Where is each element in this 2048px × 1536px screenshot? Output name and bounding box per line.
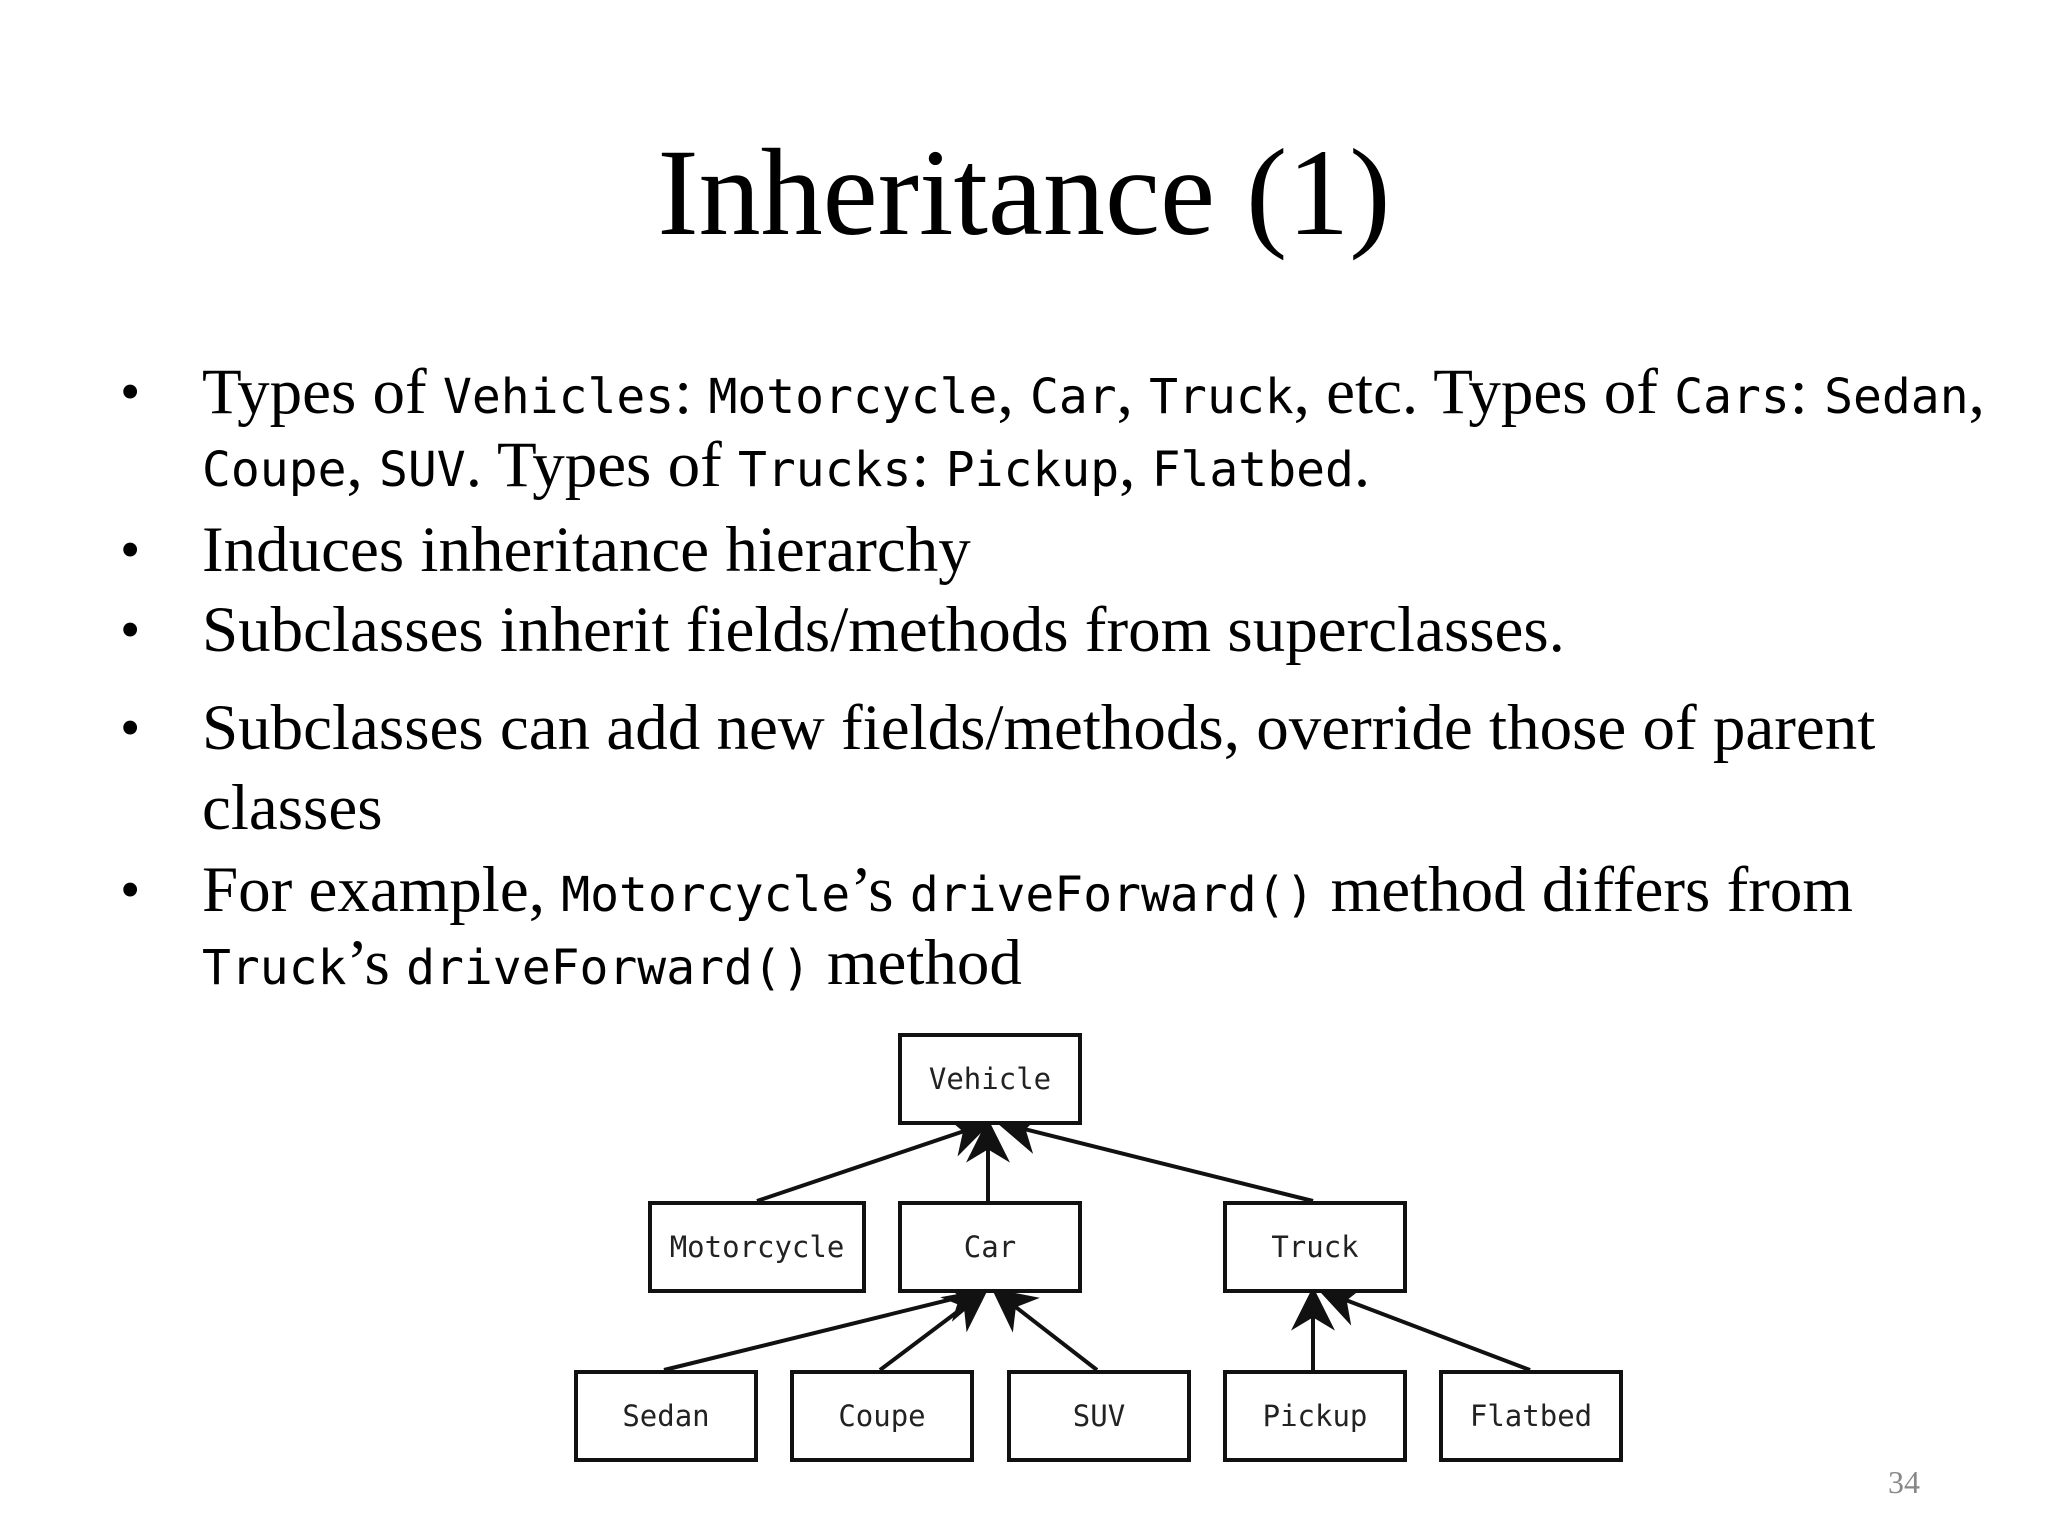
bullet-text: For example, xyxy=(202,854,562,926)
node-label: Truck xyxy=(1271,1230,1359,1264)
bullet-subclasses-add: • Subclasses can add new fields/methods,… xyxy=(120,688,2000,848)
code-drive-forward: driveForward() xyxy=(909,867,1315,923)
code-suv: SUV xyxy=(379,442,466,498)
node-label: Pickup xyxy=(1263,1399,1368,1433)
bullet-dot: • xyxy=(120,695,141,760)
node-pickup: Pickup xyxy=(1223,1370,1407,1462)
bullet-text: : xyxy=(1789,356,1825,428)
bullet-text: : xyxy=(911,429,946,501)
bullet-list: • Types of Vehicles: Motorcycle, Car, Tr… xyxy=(120,358,2000,1002)
code-truck: Truck xyxy=(1149,369,1294,425)
node-truck: Truck xyxy=(1223,1201,1407,1293)
bullet-dot: • xyxy=(120,517,141,582)
bullet-text: , xyxy=(1968,356,1985,428)
bullet-induces-hierarchy: • Induces inheritance hierarchy xyxy=(120,516,2000,584)
bullet-text: method xyxy=(810,927,1022,999)
bullet-text: , xyxy=(346,429,379,501)
node-label: SUV xyxy=(1073,1399,1125,1433)
bullet-text: , xyxy=(1119,429,1152,501)
slide-title: Inheritance (1) xyxy=(657,124,1391,261)
bullet-text: ’s xyxy=(346,927,407,999)
code-motorcycle: Motorcycle xyxy=(708,369,998,425)
code-vehicles: Vehicles xyxy=(442,369,675,425)
edge-flatbed-truck xyxy=(1317,1284,1531,1372)
code-trucks: Trucks xyxy=(738,442,912,498)
node-label: Vehicle xyxy=(929,1062,1051,1096)
code-motorcycle: Motorcycle xyxy=(561,867,851,923)
bullet-text: , xyxy=(1116,356,1150,428)
node-suv: SUV xyxy=(1007,1370,1191,1462)
node-label: Coupe xyxy=(838,1399,925,1433)
bullet-text: Types of xyxy=(202,356,443,428)
edge-truck-vehicle xyxy=(995,1111,1314,1203)
node-vehicle: Vehicle xyxy=(898,1033,1082,1125)
bullet-text: : xyxy=(674,356,709,428)
code-flatbed: Flatbed xyxy=(1151,442,1354,498)
code-truck: Truck xyxy=(202,940,347,996)
edge-coupe-car xyxy=(878,1288,989,1372)
node-car: Car xyxy=(898,1201,1082,1293)
bullet-text: Subclasses inherit fields/methods from s… xyxy=(202,594,1565,666)
bullet-for-example: • For example, Motorcycle’s driveForward… xyxy=(120,856,2000,1002)
node-sedan: Sedan xyxy=(574,1370,758,1462)
bullet-dot: • xyxy=(120,857,141,922)
bullet-subclasses-inherit: • Subclasses inherit fields/methods from… xyxy=(120,596,2000,664)
bullet-text: method differs from xyxy=(1314,854,1853,926)
bullet-text: ’s xyxy=(850,854,910,926)
bullet-dot: • xyxy=(120,359,141,424)
code-sedan: Sedan xyxy=(1824,369,1969,425)
code-car: Car xyxy=(1029,369,1117,425)
node-label: Sedan xyxy=(622,1399,709,1433)
bullet-text: . Types of xyxy=(465,429,738,501)
node-coupe: Coupe xyxy=(790,1370,974,1462)
node-label: Flatbed xyxy=(1470,1399,1592,1433)
bullet-text: , etc. Types of xyxy=(1293,356,1675,428)
code-cars: Cars xyxy=(1674,369,1790,425)
bullet-text: Subclasses can add new fields/methods, o… xyxy=(202,692,1876,844)
bullet-types-of-vehicles: • Types of Vehicles: Motorcycle, Car, Tr… xyxy=(120,358,2000,504)
edge-motorcycle-vehicle xyxy=(756,1114,993,1203)
code-pickup: Pickup xyxy=(945,442,1120,498)
node-motorcycle: Motorcycle xyxy=(648,1201,866,1293)
bullet-dot: • xyxy=(120,597,141,662)
edge-sedan-car xyxy=(663,1279,990,1372)
node-flatbed: Flatbed xyxy=(1439,1370,1623,1462)
bullet-text: , xyxy=(997,356,1030,428)
edge-suv-car xyxy=(991,1288,1099,1372)
page-number: 34 xyxy=(1888,1464,1920,1500)
diagram-edges xyxy=(663,1111,1531,1372)
bullet-text: . xyxy=(1353,429,1371,501)
bullet-text: Induces inheritance hierarchy xyxy=(202,514,971,586)
node-label: Motorcycle xyxy=(670,1230,845,1264)
code-drive-forward: driveForward() xyxy=(406,940,811,996)
node-label: Car xyxy=(964,1230,1016,1264)
code-coupe: Coupe xyxy=(202,442,347,498)
